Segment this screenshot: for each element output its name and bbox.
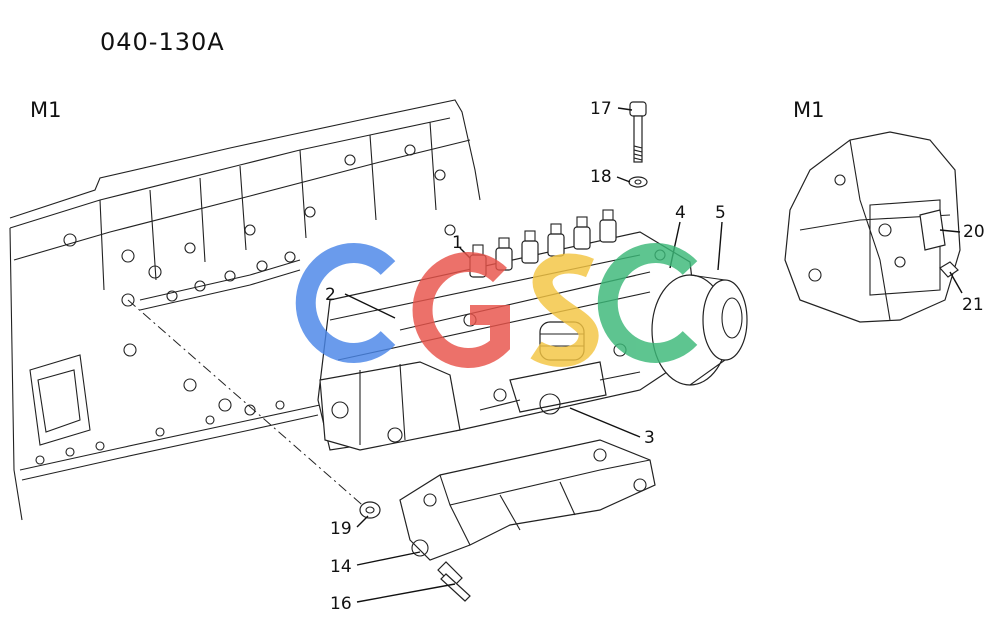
callout-14: 14 [330, 557, 352, 577]
pump-bracket-drawing [399, 439, 656, 561]
callout-4: 4 [675, 203, 686, 223]
diagram-title: 040-130A [100, 28, 225, 56]
injection-pump-drawing [317, 209, 748, 451]
washer-18-drawing [628, 176, 648, 188]
inset-governor-drawing [784, 131, 961, 323]
callout-19: 19 [330, 519, 352, 539]
engine-block-drawing [9, 99, 481, 521]
callout-20: 20 [963, 222, 985, 242]
watermark-logo [295, 243, 698, 368]
watermark-letter-g [412, 252, 510, 368]
callout-1: 1 [452, 233, 463, 253]
leader-lines [344, 107, 963, 603]
watermark-letter-s [530, 253, 599, 367]
callout-17: 17 [590, 99, 612, 119]
bolt-16-drawing [437, 561, 471, 602]
washer-19-drawing [359, 501, 381, 519]
bolt-17-drawing [629, 101, 647, 163]
callout-21: 21 [962, 295, 984, 315]
view-label-right: M1 [793, 98, 824, 122]
callout-2: 2 [325, 285, 336, 305]
watermark-letter-c1 [295, 243, 396, 363]
callout-3: 3 [644, 428, 655, 448]
centerline [127, 299, 369, 511]
callout-18: 18 [590, 167, 612, 187]
callout-5: 5 [715, 203, 726, 223]
watermark-letter-c2 [597, 243, 698, 363]
callout-16: 16 [330, 594, 352, 614]
view-label-left: M1 [30, 98, 61, 122]
